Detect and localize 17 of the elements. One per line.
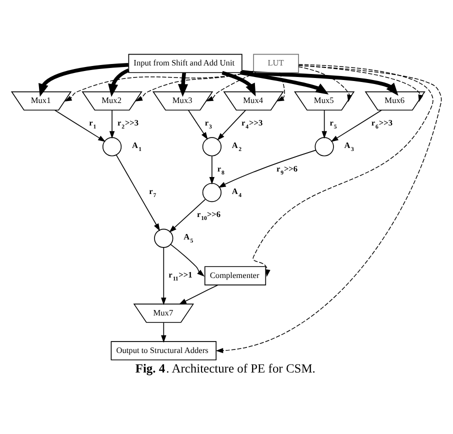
edge-label: r$_{9}$>>6 <box>276 164 298 176</box>
edge-label: r$_{7}$ <box>149 186 156 199</box>
edge-label: r$_{4}$>>3 <box>241 118 263 130</box>
edge-label: r$_{6}$>>3 <box>371 118 392 130</box>
node-label: A$_{3}$ <box>344 140 354 152</box>
caption: Fig. 4. Architecture of PE for CSM. <box>135 360 316 375</box>
edge-label: r$_{1}$ <box>89 118 96 130</box>
edge-label: r$_{11}$>>1 <box>168 270 192 282</box>
edge-label: r$_{10}$>>6 <box>196 210 221 222</box>
node-label: A$_{2}$ <box>232 140 242 152</box>
node-label: A$_{5}$ <box>184 232 194 244</box>
node-label: A$_{4}$ <box>232 186 242 198</box>
node-label: A$_{1}$ <box>132 140 142 152</box>
edge-label: r$_{3}$ <box>204 118 212 130</box>
edge-label: r$_{2}$>>3 <box>117 118 139 130</box>
edge-label: r$_{8}$ <box>217 164 224 176</box>
edge-label: r$_{5}$ <box>330 118 337 130</box>
